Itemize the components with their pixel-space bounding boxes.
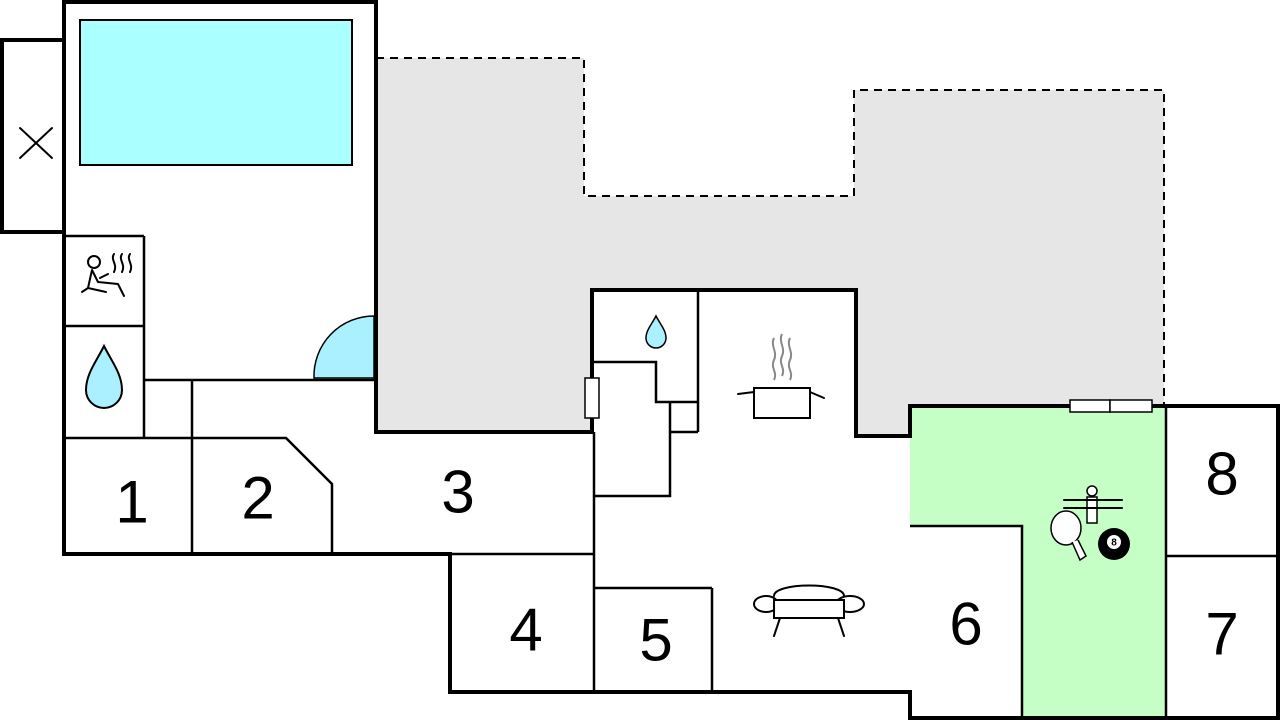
swimming-pool — [79, 19, 353, 166]
sofa-icon — [753, 584, 865, 637]
room-6-label: 6 — [949, 591, 982, 658]
water-drop-icon — [84, 343, 124, 409]
room-5-label: 5 — [639, 607, 672, 674]
outer-wall — [62, 0, 1280, 720]
room-3-label: 3 — [441, 459, 474, 526]
table-football-icon — [1063, 485, 1123, 524]
billiard-ball-label: 8 — [1111, 538, 1117, 549]
door-arc — [313, 315, 375, 379]
x-mark-icon — [19, 127, 53, 159]
outdoor-box — [0, 38, 66, 234]
room-2-label: 2 — [241, 465, 274, 532]
sauna-icon — [81, 253, 133, 297]
table-tennis-icon — [1050, 510, 1087, 562]
room-4-label: 4 — [509, 597, 542, 664]
games-room — [910, 406, 1166, 718]
cooking-pot-icon — [737, 333, 825, 419]
room-8-label: 8 — [1205, 441, 1238, 508]
water-drop-icon — [645, 314, 667, 349]
room-1-label: 1 — [115, 469, 148, 536]
room-7-label: 7 — [1205, 601, 1238, 668]
terrace-area — [376, 57, 1165, 436]
billiard-ball-icon: 8 — [1098, 528, 1130, 560]
